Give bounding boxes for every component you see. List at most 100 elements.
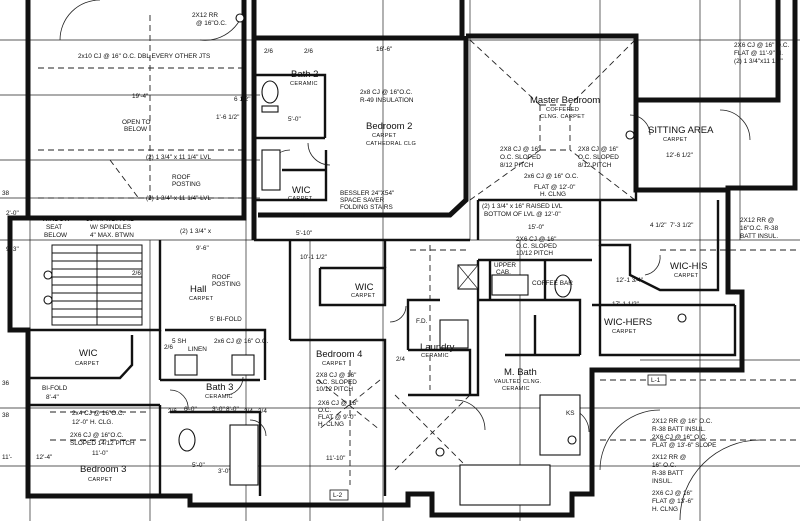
structure-dashes	[38, 15, 800, 485]
note: ROOF	[172, 174, 191, 181]
note: BELOW	[44, 232, 68, 239]
elevation-tag: L-1	[651, 377, 661, 384]
sink-bath3-right	[231, 354, 255, 376]
note: 10'-1 1/2"	[300, 254, 327, 261]
room-mbath-ceiling: VAULTED CLNG.	[494, 379, 542, 385]
note: 12'-0" H. CLG.	[72, 419, 114, 426]
room-bedroom3-name: Bedroom 3	[80, 464, 127, 475]
note: (2) 1 3/4" x	[180, 228, 212, 235]
note: 5' BI-FOLD	[210, 316, 242, 323]
room-wic-hers-floor: CARPET	[612, 329, 637, 335]
room-wic-mid-floor: CARPET	[351, 293, 376, 299]
note: 10/12 PITCH	[516, 250, 553, 257]
note: 9'-3"	[6, 246, 19, 253]
note: 2/4	[396, 356, 405, 363]
note: 11'-10"	[326, 455, 346, 462]
note: KS	[566, 410, 575, 417]
note: H. CLNG	[318, 421, 344, 428]
note: 1'-6 1/2"	[216, 114, 240, 121]
note: 2X6 CJ @ 16" O.C.	[652, 434, 708, 441]
note: 2/6	[132, 270, 141, 277]
room-laundry-floor: CERAMIC	[421, 353, 449, 359]
note: COFFEE BAR	[532, 280, 573, 287]
note: 12'-1 3/4"	[616, 277, 643, 284]
note: S&R	[292, 212, 306, 219]
note: (2) 1 3/4" x 11 1/4" LVL	[146, 154, 212, 161]
note: WINDOW	[42, 216, 71, 223]
toilet-mbath	[554, 274, 572, 298]
note: BI-FOLD	[42, 385, 68, 392]
note: @ 16"O.C.	[196, 20, 227, 27]
note: 2X6 CJ @ 16"	[652, 490, 693, 497]
note: 2X6 CJ @ 16"	[516, 236, 557, 243]
note: POSTING	[172, 181, 201, 188]
room-bath2-name: Bath 2	[291, 69, 319, 80]
note: 6 1/2"	[234, 96, 251, 103]
room-wic-left-name: WIC	[79, 348, 98, 359]
note: 16'-6"	[376, 46, 393, 53]
note: OPEN TO	[122, 119, 151, 126]
note: FLAT @ 11'-9" H.	[734, 50, 784, 57]
note: 16"O.C. R-38	[740, 225, 779, 232]
note: INSUL.	[652, 478, 673, 485]
room-hall-floor: CARPET	[189, 296, 214, 302]
note: 5'-0"	[288, 116, 301, 123]
room-hall-name: Hall	[190, 284, 207, 295]
toilet-bath3	[178, 428, 196, 452]
note: SEAT	[46, 224, 63, 231]
note: O.C. SLOPED	[316, 379, 357, 386]
note: 2X6 CJ @ 16" O.C.	[734, 42, 790, 49]
shower-mbath	[539, 394, 581, 456]
washer	[439, 319, 469, 349]
note: R-38 BATT	[652, 470, 684, 477]
note: 2/6	[264, 48, 273, 55]
note: POSTING	[212, 281, 241, 288]
fixtures	[43, 13, 687, 506]
note: 36" H. WD. RAIL	[86, 216, 134, 223]
note: 10/12 PITCH	[316, 386, 353, 393]
note: 2/6	[168, 408, 177, 415]
note: SPACE SAVER	[340, 197, 385, 204]
note: 2X6 CJ @ 16"	[318, 400, 359, 407]
note: 3'-0"	[218, 468, 231, 475]
note: (2) 1 3/4"x11 1/4"	[734, 58, 783, 65]
note: 7'-3 1/2"	[670, 222, 694, 229]
note: 2X8 CJ @ 16"	[500, 146, 541, 153]
room-bedroom2-ceiling: CATHEDRAL CLG	[366, 141, 417, 147]
cabinet-upper	[491, 274, 529, 296]
elevation-tag: L-2	[333, 492, 343, 499]
room-mbath-name: M. Bath	[504, 367, 537, 378]
room-wic-upper-name: WIC	[292, 185, 311, 196]
tub-bath3	[229, 424, 259, 486]
note: 5 SH	[172, 338, 187, 345]
note: 38	[2, 412, 10, 419]
note: 2x4 CJ @ 16"O.C.	[72, 410, 125, 417]
note: 2/4	[258, 408, 267, 415]
note: 19'-4"	[132, 93, 149, 100]
room-wic-his-floor: CARPET	[674, 273, 699, 279]
room-wic-left-floor: CARPET	[75, 361, 100, 367]
note: 8/12 PITCH	[578, 162, 612, 169]
note: 5'-10"	[296, 230, 313, 237]
room-bedroom2-floor: CARPET	[372, 133, 397, 139]
note: FLAT @ 13'-6"	[652, 498, 694, 505]
note: 12'-4"	[36, 454, 53, 461]
note: 2'-0"	[6, 210, 19, 217]
room-bedroom3-floor: CARPET	[88, 477, 113, 483]
room-bath3-name: Bath 3	[206, 382, 234, 393]
note: 17'-1 1/2"	[612, 301, 639, 308]
room-bedroom4-floor: CARPET	[322, 361, 347, 367]
sink-bath3-left	[174, 354, 198, 376]
room-master-ceiling: COFFERED	[546, 107, 580, 113]
note: O.C.	[318, 407, 332, 414]
note: BOTTOM OF LVL @ 12'-0"	[484, 211, 561, 218]
note: 2X12 RR	[192, 12, 218, 19]
note: 4" MAX. BTWN	[90, 232, 134, 239]
note: BELOW	[124, 126, 148, 133]
note: SLOPED 14/12 PITCH	[70, 440, 135, 447]
note: F.D.	[416, 318, 428, 325]
note: 12'-6 1/2"	[666, 152, 693, 159]
room-wic-upper-floor: CARPET	[288, 196, 313, 202]
note: 2/6	[164, 344, 173, 351]
note: BESSLER 24"X54"	[340, 190, 395, 197]
